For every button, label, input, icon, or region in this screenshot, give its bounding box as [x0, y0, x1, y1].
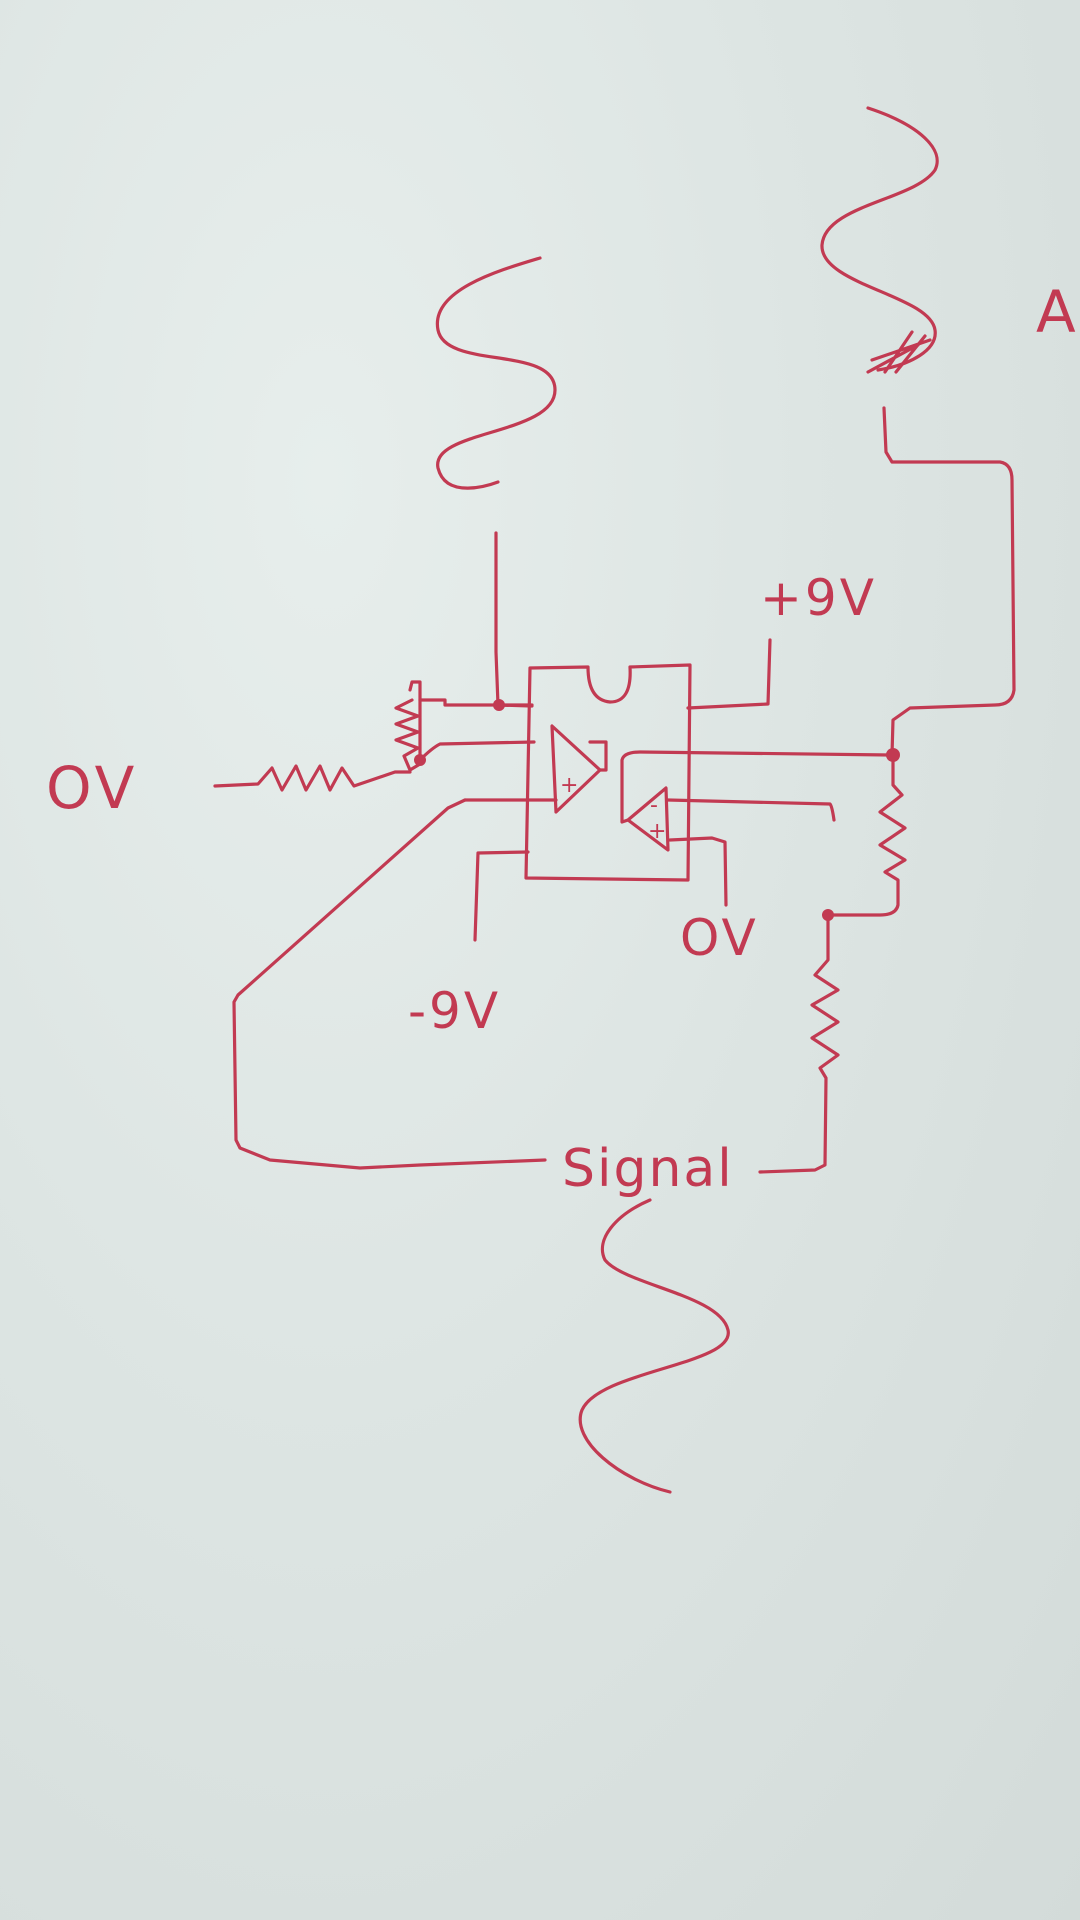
pot-wiper	[418, 740, 536, 762]
ic-chip-body	[524, 663, 692, 882]
opamp-a	[550, 724, 602, 814]
resistor-right-lower	[758, 913, 840, 1174]
output-waveform-signal	[578, 1198, 730, 1494]
label-signal: Signal	[562, 1139, 734, 1199]
opamp-b	[626, 786, 670, 852]
input-wire	[494, 531, 500, 707]
opamp-b-minus: -	[650, 793, 658, 818]
label-plus-9v: +9V	[760, 569, 877, 627]
output-waveform-a	[820, 106, 939, 372]
opamp-b-input	[666, 798, 836, 822]
label-ov-bottom: OV	[680, 909, 759, 967]
label-minus-9v: -9V	[408, 982, 501, 1040]
wire-a-to-node	[882, 406, 1016, 757]
resistor-right-upper	[826, 753, 907, 917]
opamp-b-feedback	[620, 750, 894, 824]
opamp-b-plus: +	[648, 819, 666, 844]
label-ov-left: OV	[46, 754, 138, 822]
scribble-mark	[866, 330, 932, 374]
signal-loop-wire	[232, 798, 547, 1170]
resistor-left	[213, 764, 412, 792]
opamp-a-output	[588, 740, 608, 772]
opamp-a-plus: +	[560, 773, 578, 798]
input-waveform	[435, 256, 557, 490]
ic-pin-vee	[473, 850, 530, 942]
junction-wiper	[414, 754, 426, 766]
label-a-edge: A	[1036, 278, 1080, 346]
potentiometer	[394, 680, 422, 772]
junction-input	[493, 699, 505, 711]
opamp-b-to-0v	[668, 836, 728, 907]
ic-pin-vcc	[686, 638, 772, 710]
